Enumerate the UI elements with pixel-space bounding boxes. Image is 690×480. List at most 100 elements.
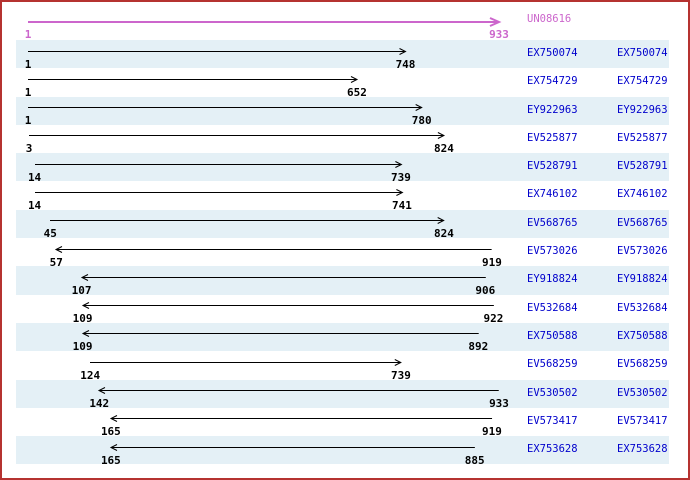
accession-link[interactable]: EX750588 <box>527 329 578 342</box>
alignment-start-coord: 142 <box>89 397 110 411</box>
accession-link-secondary[interactable]: EV573026 <box>617 245 668 258</box>
accession-link-secondary[interactable]: EY922963 <box>617 103 668 116</box>
arrowhead-icon <box>399 47 407 55</box>
alignment-row: 165 885 EX753628 EX753628 <box>16 436 669 467</box>
accession-link-secondary[interactable]: EX753628 <box>617 443 668 456</box>
arrowhead-icon <box>109 443 118 451</box>
accession-link-secondary[interactable]: EV528791 <box>617 160 668 173</box>
reference-start-coord: 1 <box>24 28 32 41</box>
accession-link-secondary[interactable]: EX750588 <box>617 329 668 342</box>
alignment-start-coord: 14 <box>27 198 42 212</box>
accession-link-secondary[interactable]: EX746102 <box>617 188 668 201</box>
accession-link-secondary[interactable]: EV532684 <box>617 301 668 314</box>
accession-link-secondary[interactable]: EX750074 <box>617 47 668 59</box>
accession-link[interactable]: EY918824 <box>527 273 578 286</box>
alignment-end-coord: 824 <box>433 142 454 156</box>
alignment-arrow <box>81 302 494 310</box>
alignment-row: 109 922 EV532684 EV532684 <box>16 295 669 326</box>
alignment-start-coord: 165 <box>100 453 121 467</box>
arrowhead-icon <box>98 387 106 395</box>
alignment-end-coord: 741 <box>392 198 412 212</box>
reference-end-coord: 933 <box>489 28 509 41</box>
alignment-start-coord: 3 <box>25 142 33 156</box>
accession-link-secondary[interactable]: EV525877 <box>617 131 668 144</box>
arrowhead-icon <box>395 189 404 196</box>
alignment-start-coord: 107 <box>71 283 92 297</box>
accession-link-secondary[interactable]: EV530502 <box>617 386 668 399</box>
alignment-row: 165 919 EV573417 EV573417 <box>16 408 669 439</box>
alignment-row: 1 652 EX754729 EX754729 <box>16 68 669 99</box>
arrowhead-icon <box>437 217 446 225</box>
accession-link[interactable]: EV568259 <box>527 358 578 371</box>
accession-link[interactable]: EV528791 <box>527 160 578 173</box>
alignment-start-coord: 165 <box>100 425 121 439</box>
accession-link[interactable]: EV530502 <box>527 386 578 399</box>
alignment-end-coord: 824 <box>433 227 454 241</box>
accession-link[interactable]: EV568765 <box>527 216 578 229</box>
reference-name: UN08616 <box>527 13 572 25</box>
accession-link[interactable]: EX753628 <box>527 443 578 456</box>
alignment-row: 142 933 EV530502 EV530502 <box>16 379 669 411</box>
alignment-arrow <box>34 160 403 168</box>
alignment-end-coord: 885 <box>464 453 485 467</box>
accession-link[interactable]: EX750074 <box>527 47 578 59</box>
alignment-start-coord: 124 <box>80 368 101 382</box>
alignment-arrow <box>55 245 492 253</box>
alignment-arrow <box>28 104 423 112</box>
alignment-arrow <box>28 47 407 55</box>
arrowhead-icon <box>81 330 89 338</box>
alignment-start-coord: 1 <box>24 114 32 128</box>
arrowhead-icon <box>80 273 88 281</box>
alignment-row: 3 824 EV525877 EV525877 <box>16 125 669 156</box>
arrowhead-icon <box>394 160 403 168</box>
accession-link[interactable]: EV573026 <box>527 245 578 258</box>
alignment-row: 14 739 EV528791 EV528791 <box>16 153 669 184</box>
alignment-row: 57 919 EV573026 EV573026 <box>16 238 669 269</box>
alignment-end-coord: 919 <box>481 255 502 269</box>
arrowhead-icon <box>109 415 118 423</box>
arrowhead-icon <box>415 104 423 112</box>
alignment-end-coord: 652 <box>347 85 367 99</box>
accession-link-secondary[interactable]: EY918824 <box>617 273 668 286</box>
arrowhead-icon <box>437 132 446 140</box>
accession-link-secondary[interactable]: EV568765 <box>617 216 668 229</box>
accession-link[interactable]: EV525877 <box>527 131 578 144</box>
alignment-end-coord: 906 <box>475 283 496 297</box>
accession-link-secondary[interactable]: EV573417 <box>617 414 668 427</box>
alignment-arrow <box>98 387 499 395</box>
alignment-start-coord: 109 <box>72 340 93 354</box>
alignment-arrow <box>81 330 479 338</box>
reference-row: 1 933 UN08616 <box>2 2 688 41</box>
alignment-start-coord: 1 <box>24 85 32 99</box>
alignment-start-coord: 45 <box>43 227 57 241</box>
alignment-start-coord: 109 <box>72 312 93 326</box>
accession-link[interactable]: EV532684 <box>527 301 578 314</box>
alignment-arrow <box>28 75 359 83</box>
alignment-row: 124 739 EV568259 EV568259 <box>16 351 669 382</box>
arrowhead-icon <box>81 302 89 310</box>
accession-link-secondary[interactable]: EV568259 <box>617 358 668 371</box>
alignment-row: 45 824 EV568765 EV568765 <box>16 209 669 241</box>
alignment-end-coord: 780 <box>411 114 432 128</box>
alignment-end-coord: 922 <box>483 312 504 326</box>
accession-link[interactable]: EX746102 <box>527 188 578 201</box>
alignment-row: 1 780 EY922963 EY922963 <box>16 96 669 128</box>
alignment-arrow <box>90 358 403 366</box>
alignment-arrow <box>109 415 492 423</box>
accession-link[interactable]: EX754729 <box>527 75 578 88</box>
alignment-end-coord: 892 <box>468 340 489 354</box>
arrowhead-icon <box>394 358 403 366</box>
arrowhead-icon <box>350 75 359 83</box>
alignment-end-coord: 739 <box>391 170 411 184</box>
accession-link[interactable]: EV573417 <box>527 414 578 427</box>
alignment-start-coord: 1 <box>24 57 32 71</box>
alignment-end-coord: 748 <box>395 57 416 71</box>
alignment-start-coord: 57 <box>49 255 63 269</box>
alignment-row: 107 906 EY918824 EY918824 <box>16 266 669 297</box>
arrowhead-icon <box>489 17 502 27</box>
alignment-arrow <box>80 273 486 281</box>
accession-link-secondary[interactable]: EX754729 <box>617 75 668 88</box>
accession-link[interactable]: EY922963 <box>527 103 578 116</box>
alignment-start-coord: 14 <box>27 170 42 184</box>
